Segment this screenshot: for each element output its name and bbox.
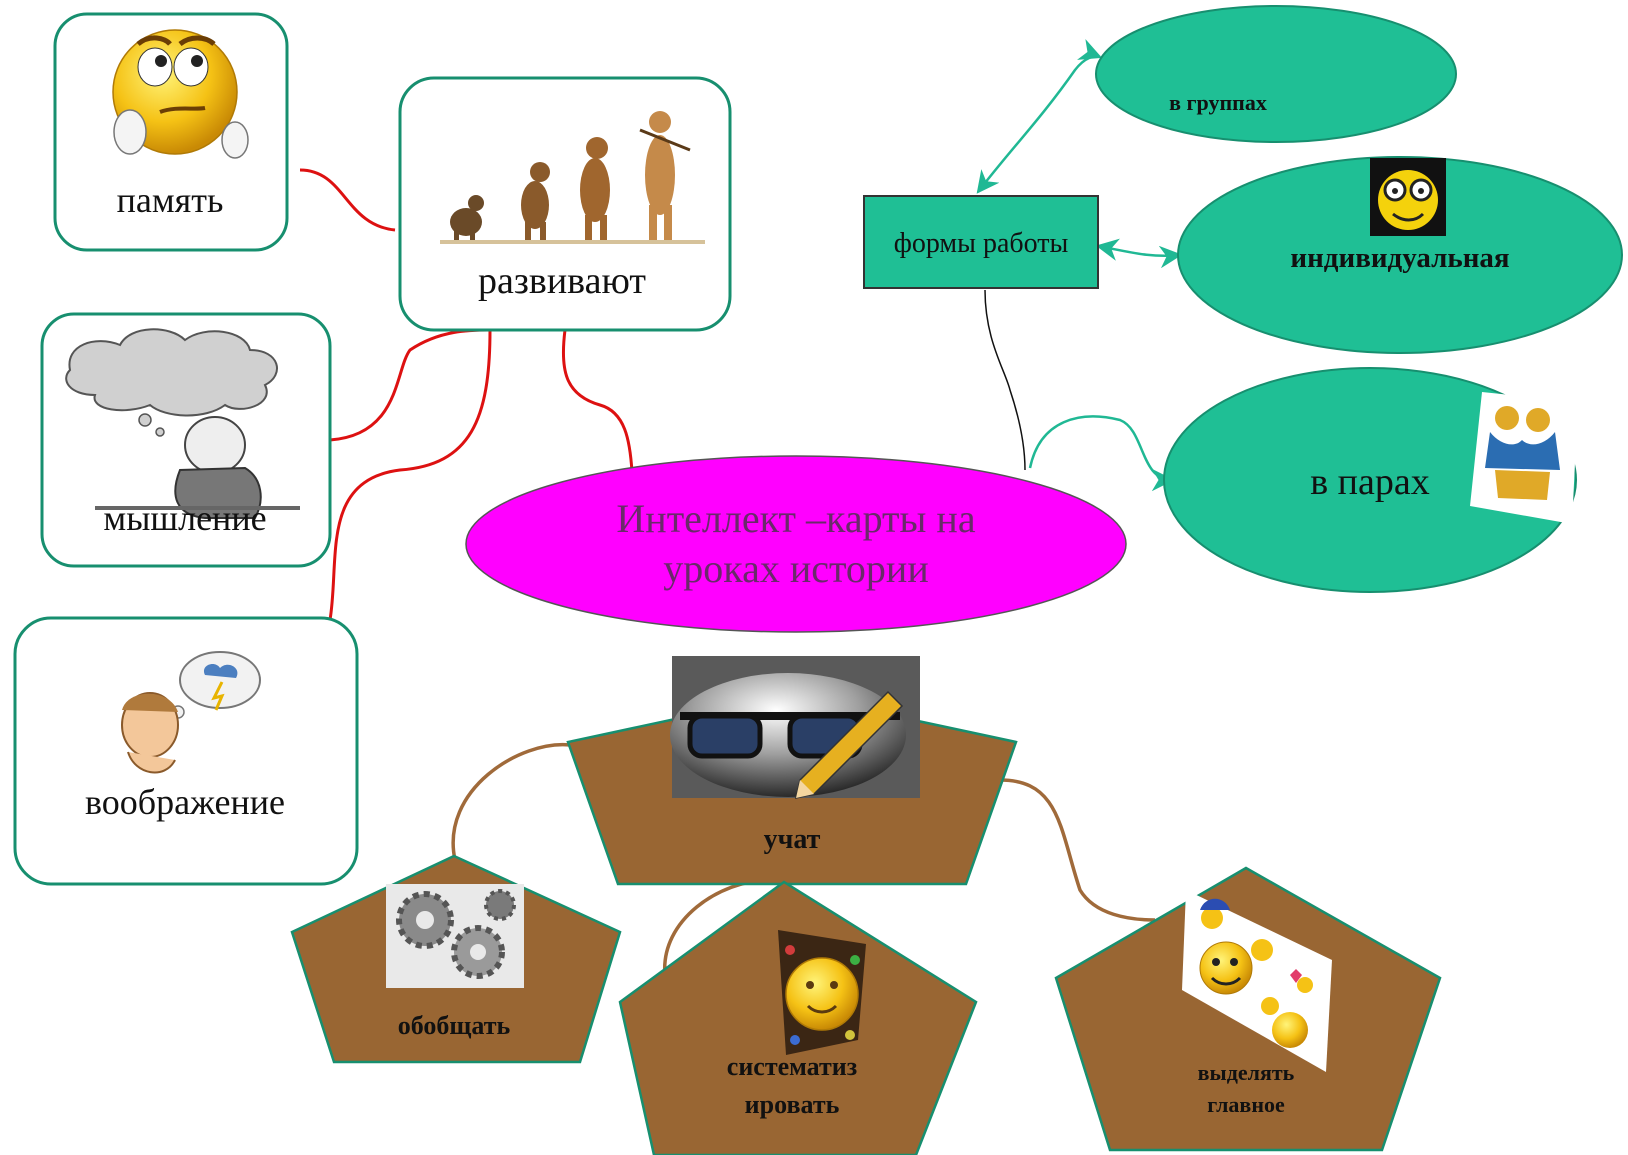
node-individualnaya: индивидуальная [1177, 156, 1623, 354]
label-myshlenie: мышление [103, 498, 266, 538]
label-voobrazhenie: воображение [85, 782, 285, 822]
label-v-gruppah: в группах [1169, 90, 1267, 115]
box-voobrazhenie: воображение [13, 616, 359, 886]
daydreaming-man-icon [121, 651, 261, 774]
label-vydelyat-line1: выделять [1198, 1060, 1295, 1085]
thinking-smiley-icon [112, 29, 249, 159]
label-sistematizirovat-line2: ировать [745, 1090, 840, 1119]
title-uchat: учат [764, 824, 821, 855]
label-obobshat: обобщать [398, 1011, 511, 1040]
node-vydelyat-glavnoe: выделять главное [1054, 866, 1442, 1152]
node-v-parah: в парах [1163, 367, 1578, 593]
connector-pamyat [299, 168, 396, 232]
box-pamyat: память [53, 12, 289, 252]
sun-smiley-icon [778, 930, 866, 1055]
label-individualnaya: индивидуальная [1290, 242, 1509, 274]
thinking-person-icon [65, 328, 300, 519]
connector-forms-central [984, 289, 1026, 471]
node-v-gruppah: в группах [1095, 5, 1457, 143]
human-evolution-icon [440, 111, 705, 244]
label-sistematizirovat-line1: систематиз [727, 1052, 857, 1081]
box-razvivayut: развивают [398, 76, 732, 332]
smiley-glasses-icon [1370, 158, 1446, 236]
title-razvivayut: развивают [478, 260, 646, 302]
connector-vydelyat [999, 778, 1156, 922]
label-v-parah: в парах [1310, 461, 1430, 503]
connector-voobrazhenie [328, 329, 492, 621]
gears-icon [386, 884, 524, 988]
label-vydelyat-line2: главное [1207, 1092, 1285, 1117]
two-people-handshake-icon [1470, 392, 1578, 524]
node-uchat: учат [566, 656, 1018, 886]
connector-forms-gruppah [976, 39, 1103, 194]
connector-v-parah [1028, 415, 1175, 492]
connector-forms-individ [1095, 238, 1183, 269]
box-myshlenie: мышление [40, 312, 332, 568]
node-obobshat: обобщать [290, 854, 622, 1064]
smileys-group-icon [1182, 890, 1332, 1072]
glasses-pencil-icon [670, 656, 920, 799]
title-formy-raboty: формы работы [894, 228, 1069, 259]
connector-central [561, 329, 634, 473]
box-formy-raboty: формы работы [863, 195, 1099, 289]
central-title-line1: Интеллект –карты на [616, 496, 975, 541]
central-title-line2: уроках истории [663, 546, 929, 591]
connector-myshlenie [329, 328, 491, 442]
central-node: Интеллект –карты на уроках истории [465, 455, 1127, 633]
label-pamyat: память [117, 180, 224, 220]
node-sistematizirovat: систематиз ировать [618, 880, 978, 1155]
connector-obobshat [451, 742, 571, 861]
